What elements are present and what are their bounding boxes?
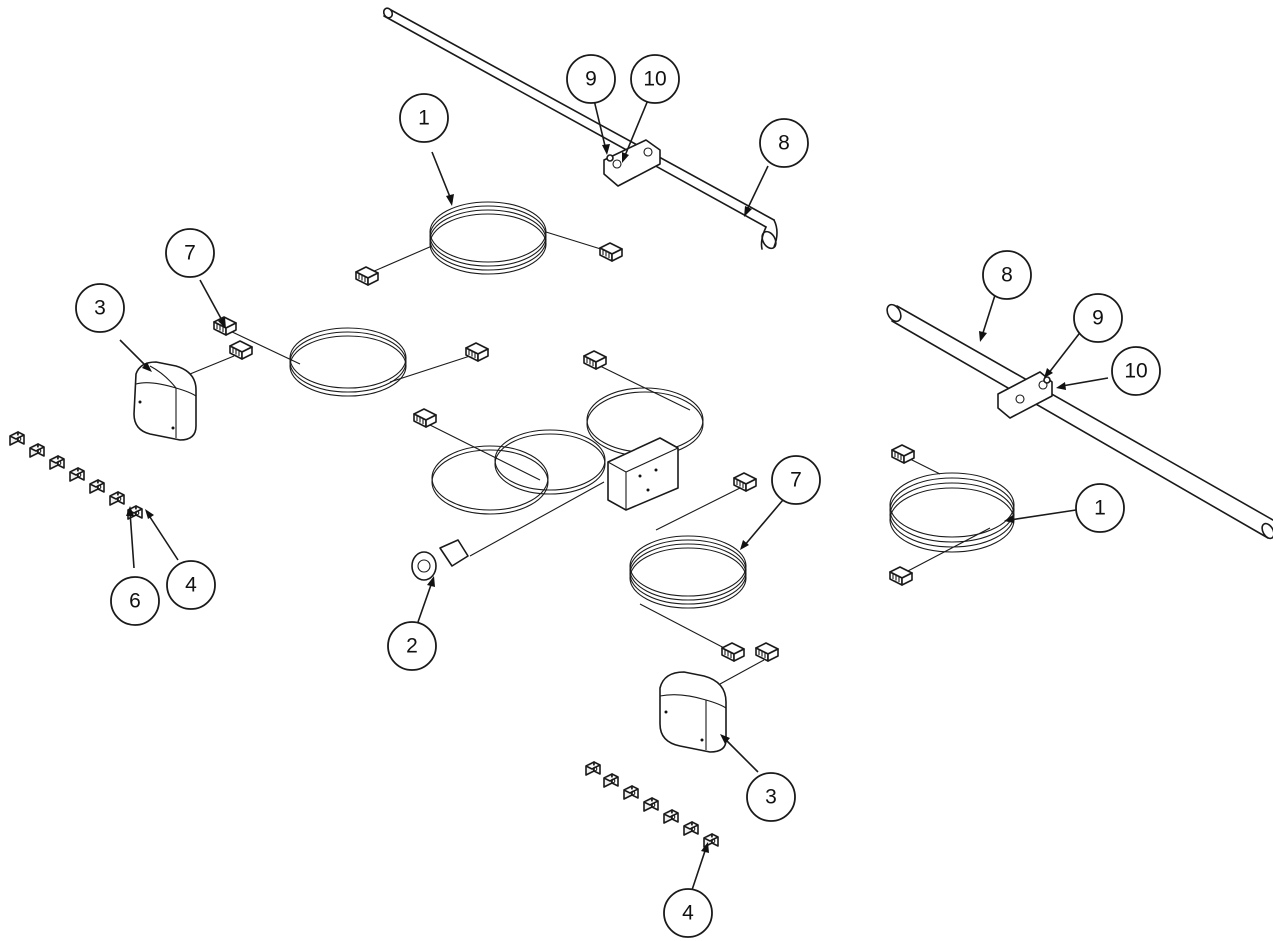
svg-text:9: 9 (585, 68, 597, 91)
callout-4-lower: 4 (663, 888, 713, 938)
cable-coil-lower (629, 472, 757, 662)
callout-1-right: 1 (1075, 483, 1125, 533)
clip-set-left (9, 431, 143, 520)
tube-right (886, 303, 1273, 540)
clip-set-lower (585, 761, 719, 848)
bracket-upper (603, 139, 661, 187)
svg-text:10: 10 (1124, 360, 1147, 383)
svg-text:6: 6 (129, 590, 141, 613)
svg-text:1: 1 (1094, 497, 1106, 520)
svg-text:1: 1 (418, 107, 430, 130)
lamp-left (133, 340, 253, 441)
round-connector-icon (417, 559, 431, 573)
svg-text:3: 3 (94, 297, 106, 320)
svg-text:7: 7 (790, 469, 802, 492)
callout-7-lower: 7 (771, 455, 821, 505)
callout-9-right: 9 (1073, 293, 1123, 343)
svg-text:9: 9 (1092, 307, 1104, 330)
callout-2: 2 (387, 621, 437, 671)
leader-lines (119, 99, 1109, 891)
bracket-right (997, 371, 1053, 419)
bolt-icon (606, 154, 614, 162)
svg-text:8: 8 (778, 132, 790, 155)
cable-coil-left (213, 316, 489, 397)
callout-10-right: 10 (1111, 346, 1161, 396)
svg-text:3: 3 (765, 786, 777, 809)
callout-4-left: 4 (166, 560, 216, 610)
tube-upper (382, 7, 778, 250)
callout-8-upper: 8 (759, 118, 809, 168)
svg-text:2: 2 (406, 635, 418, 658)
callout-8-right: 8 (982, 250, 1032, 300)
svg-text:7: 7 (184, 242, 196, 265)
callout-1-upper: 1 (399, 93, 449, 143)
central-harness (411, 350, 704, 581)
svg-text:10: 10 (643, 68, 666, 91)
cable-coil-right (889, 444, 1015, 586)
callout-9-upper: 9 (566, 54, 616, 104)
svg-text:8: 8 (1001, 264, 1013, 287)
svg-text:4: 4 (682, 902, 694, 925)
callout-10-upper: 10 (630, 54, 680, 104)
cable-coil-upper (355, 201, 623, 286)
callout-3-lower: 3 (746, 772, 796, 822)
callout-3-left: 3 (75, 283, 125, 333)
callout-6: 6 (110, 576, 160, 626)
lamp-right (659, 642, 779, 753)
svg-text:4: 4 (185, 574, 197, 597)
callout-7-left: 7 (165, 228, 215, 278)
